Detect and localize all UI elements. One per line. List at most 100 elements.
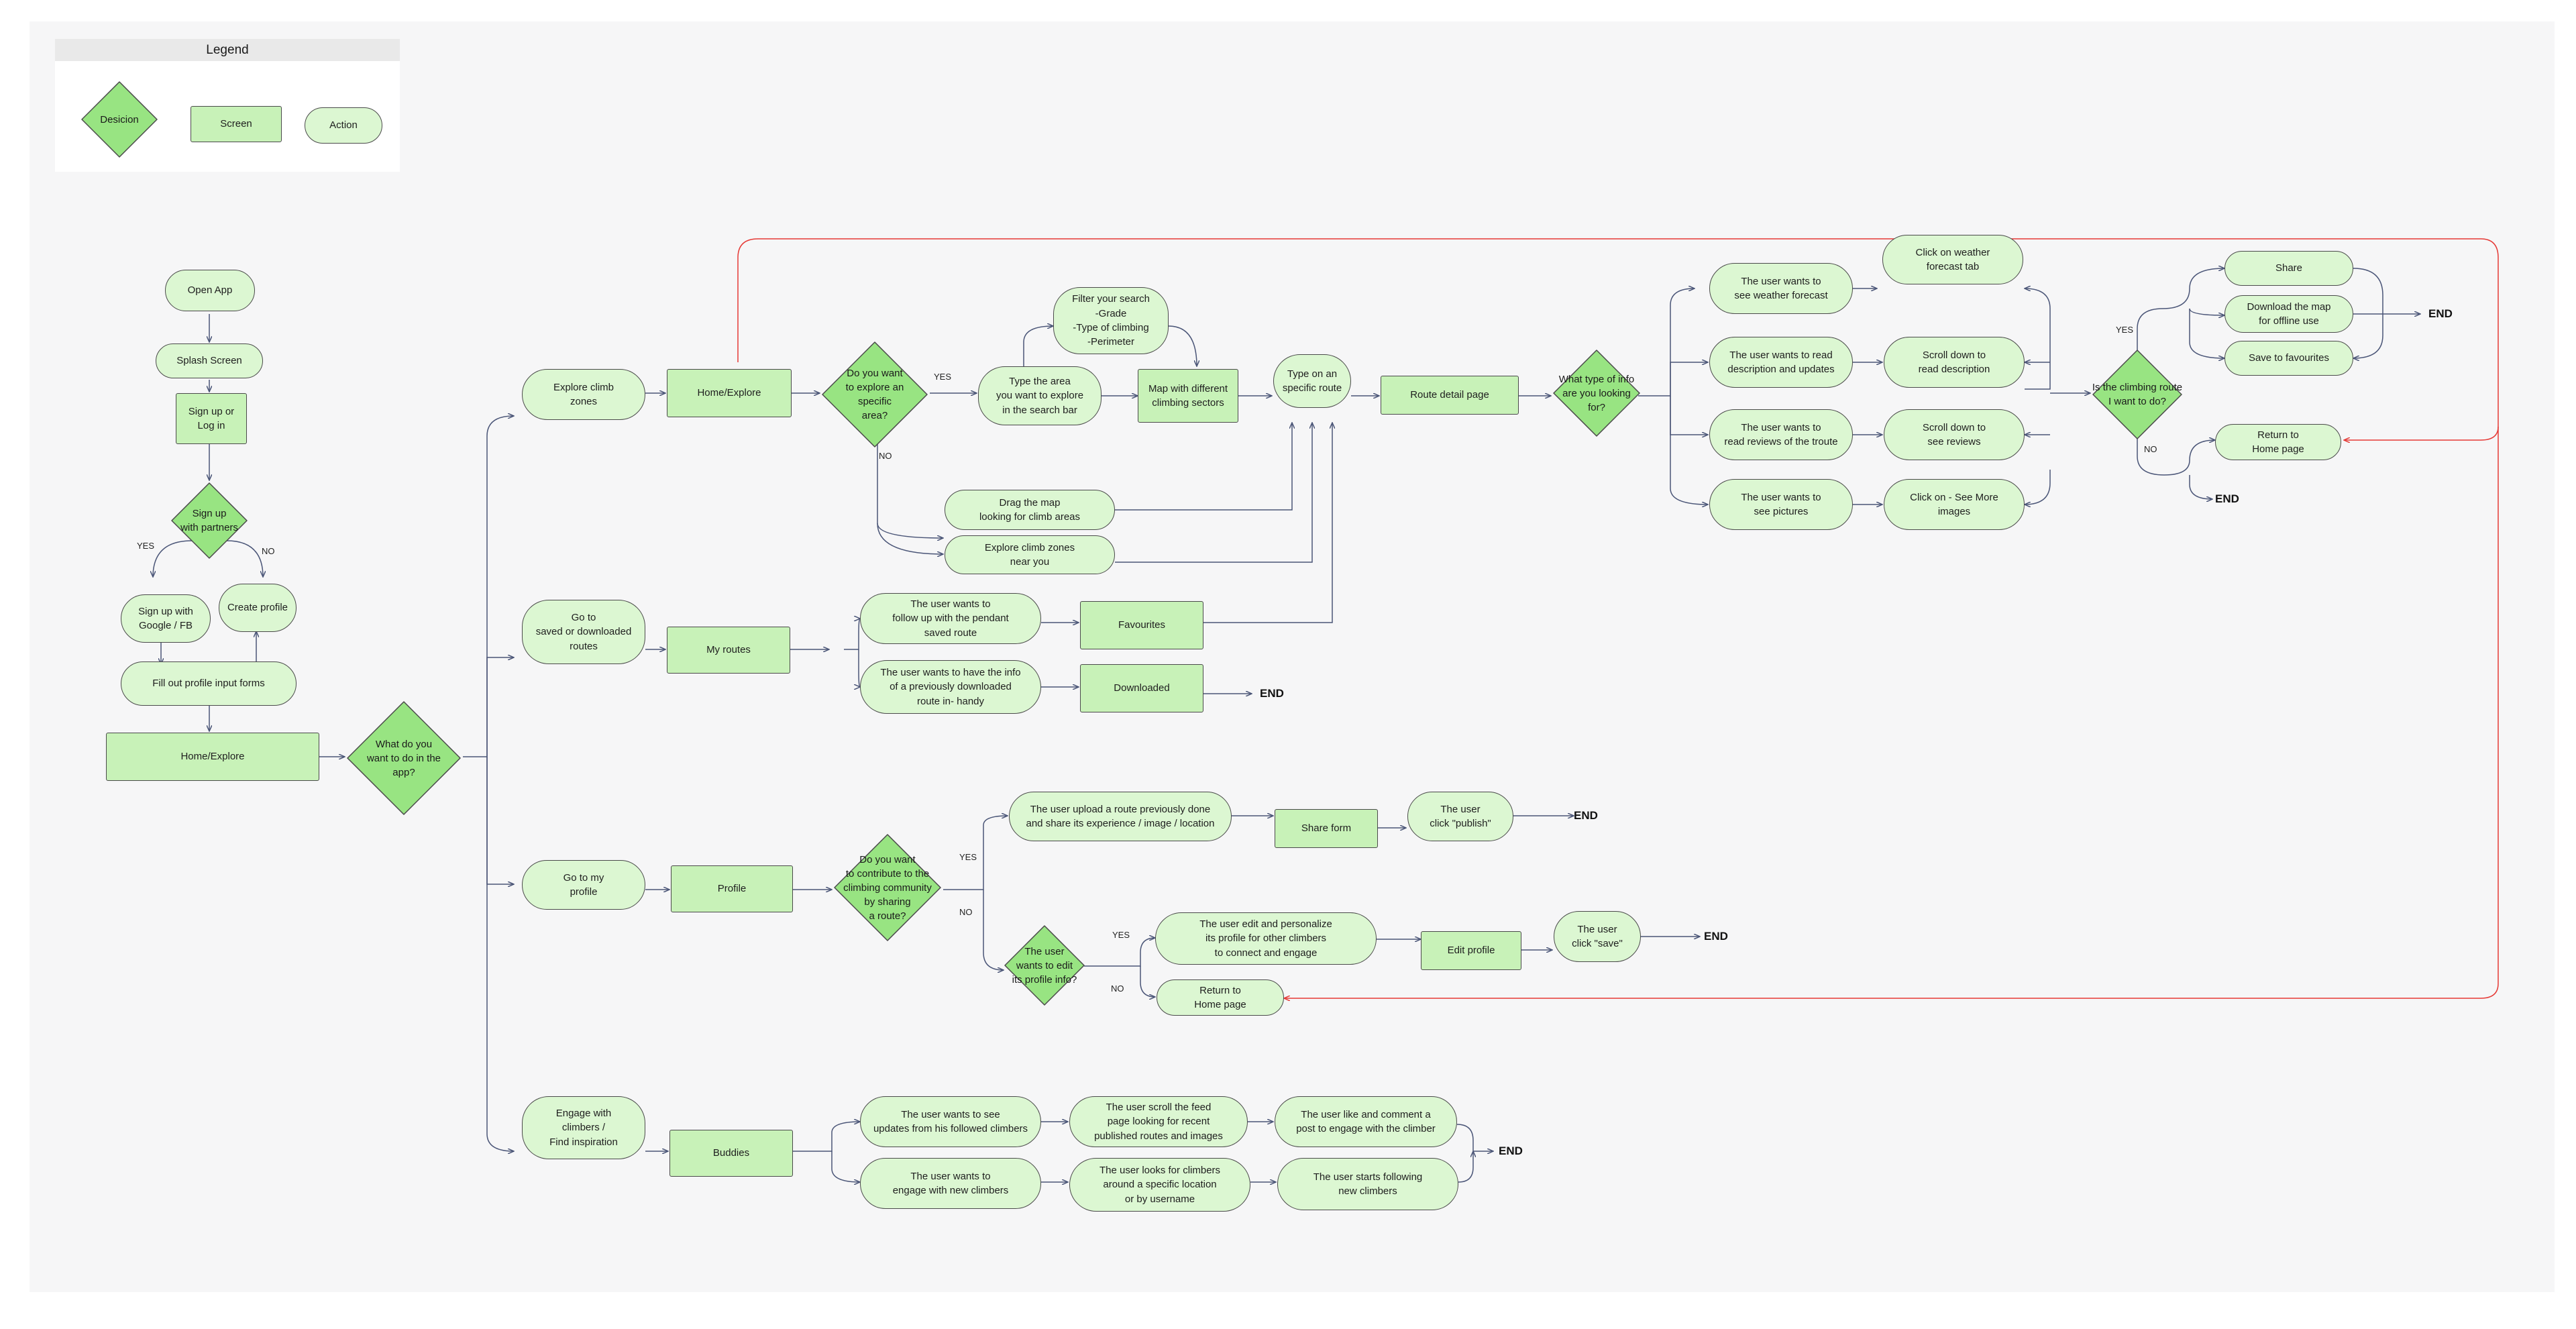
create-profile-node: Create profile <box>219 584 297 632</box>
end-label: END <box>2428 307 2453 320</box>
connector <box>1115 423 1312 563</box>
no-label: NO <box>2144 444 2157 454</box>
legend-title: Legend <box>55 39 400 61</box>
home-explore-start-node: Home/Explore <box>106 733 319 781</box>
drag-map-node: Drag the map looking for climb areas <box>945 490 1115 530</box>
connector <box>793 1122 860 1152</box>
type-route-node: Type on an specific route <box>1273 354 1351 408</box>
connector <box>844 619 860 650</box>
engage-node: Engage with climbers / Find inspiration <box>522 1096 645 1159</box>
end-label: END <box>1499 1145 1523 1157</box>
contribute-label: Do you want to contribute to the climbin… <box>843 853 932 922</box>
connector <box>1670 362 1708 396</box>
look-climbers-node: The user looks for climbers around a spe… <box>1069 1158 1250 1212</box>
favourites-screen: Favourites <box>1080 601 1203 649</box>
connector <box>2137 427 2215 476</box>
return-home-node: Return to Home page <box>2215 424 2341 460</box>
connector <box>2189 308 2224 315</box>
connector <box>1203 423 1332 623</box>
connector <box>1140 966 1155 997</box>
follow-up-node: The user wants to follow up with the pen… <box>860 593 1041 644</box>
connector <box>877 523 943 554</box>
see-weather-node: The user wants to see weather forecast <box>1709 263 1853 314</box>
connector <box>2025 288 2051 390</box>
edit-profile-screen: Edit profile <box>1421 931 1521 970</box>
end-label: END <box>1704 930 1728 943</box>
connector <box>2025 470 2051 504</box>
connector <box>1670 396 1708 504</box>
edit-info-label: The user wants to edit its profile info? <box>1012 945 1077 986</box>
no-label: NO <box>1111 984 1124 994</box>
no-label: NO <box>262 546 275 556</box>
yes-label: YES <box>2116 325 2134 335</box>
yes-label: YES <box>137 541 155 551</box>
download-map-node: Download the map for offline use <box>2224 295 2353 333</box>
edit-info-decision: The user wants to edit its profile info? <box>1002 923 1087 1008</box>
save-favourites-node: Save to favourites <box>2224 341 2353 376</box>
return-connector <box>1284 427 2499 998</box>
connector <box>1458 1151 1473 1183</box>
click-save-node: The user click "save" <box>1554 911 1641 962</box>
signup-google-node: Sign up with Google / FB <box>121 594 211 643</box>
profile-screen: Profile <box>671 865 793 912</box>
connector <box>1023 326 1053 366</box>
legend-action: Action <box>305 107 382 144</box>
open-app-node: Open App <box>165 270 255 311</box>
connector <box>2137 268 2224 361</box>
fill-profile-node: Fill out profile input forms <box>121 661 297 706</box>
connector <box>983 890 1004 970</box>
yes-label: YES <box>934 372 952 382</box>
buddies-screen: Buddies <box>669 1130 793 1177</box>
connector <box>2189 475 2212 499</box>
scroll-desc-node: Scroll down to read description <box>1884 337 2025 388</box>
diagram-canvas <box>30 21 2555 1292</box>
contribute-decision: Do you want to contribute to the climbin… <box>832 832 943 943</box>
what-do-decision: What do you want to do in the app? <box>345 699 463 817</box>
read-reviews-node: The user wants to read reviews of the tr… <box>1709 409 1853 460</box>
connector <box>486 757 514 884</box>
like-comment-node: The user like and comment a post to enga… <box>1275 1096 1457 1147</box>
legend-screen: Screen <box>191 106 282 142</box>
signup-login-node: Sign up or Log in <box>176 393 247 444</box>
connector <box>1638 288 1695 396</box>
scroll-reviews-node: Scroll down to see reviews <box>1884 409 2025 460</box>
share-node: Share <box>2224 251 2353 286</box>
home-explore-screen: Home/Explore <box>667 369 792 417</box>
downloaded-screen: Downloaded <box>1080 664 1203 712</box>
connector <box>859 649 860 687</box>
connector <box>1168 325 1197 366</box>
return-connector <box>737 238 2499 440</box>
legend: Legend Desicion Screen Action <box>55 39 400 172</box>
splash-screen-node: Splash Screen <box>156 343 263 378</box>
connector <box>1115 423 1292 511</box>
share-form-screen: Share form <box>1275 809 1378 848</box>
go-profile-node: Go to my profile <box>522 860 645 910</box>
yes-label: YES <box>959 852 977 862</box>
info-type-decision: What type of info are you looking for? <box>1551 348 1642 439</box>
signup-partners-label: Sign up with partners <box>180 508 238 533</box>
map-sectors-screen: Map with different climbing sectors <box>1138 369 1238 423</box>
end-label: END <box>1260 687 1284 700</box>
no-label: NO <box>959 907 973 917</box>
edit-personalize-node: The user edit and personalize its profil… <box>1155 912 1377 965</box>
route-do-label: Is the climbing route I want to do? <box>2092 382 2183 407</box>
click-weather-node: Click on weather forecast tab <box>1882 235 2023 284</box>
return-home-node: Return to Home page <box>1157 979 1284 1016</box>
no-label: NO <box>879 451 892 461</box>
explore-near-node: Explore climb zones near you <box>945 535 1115 574</box>
connector <box>943 816 1008 890</box>
click-more-images-node: Click on - See More images <box>1884 479 2025 530</box>
connector <box>226 540 263 577</box>
yes-label: YES <box>1112 930 1130 940</box>
connector <box>153 540 193 577</box>
see-updates-node: The user wants to see updates from his f… <box>860 1096 1041 1147</box>
explore-area-decision: Do you want to explore an specific area? <box>820 339 930 449</box>
info-type-label: What type of info are you looking for? <box>1558 373 1635 413</box>
connector <box>463 416 514 757</box>
engage-new-node: The user wants to engage with new climbe… <box>860 1158 1041 1209</box>
connector <box>486 757 514 1151</box>
connector <box>831 1151 860 1182</box>
scroll-feed-node: The user scroll the feed page looking fo… <box>1069 1096 1248 1147</box>
route-do-decision: Is the climbing route I want to do? <box>2090 348 2184 441</box>
read-desc-node: The user wants to read description and u… <box>1709 337 1853 388</box>
